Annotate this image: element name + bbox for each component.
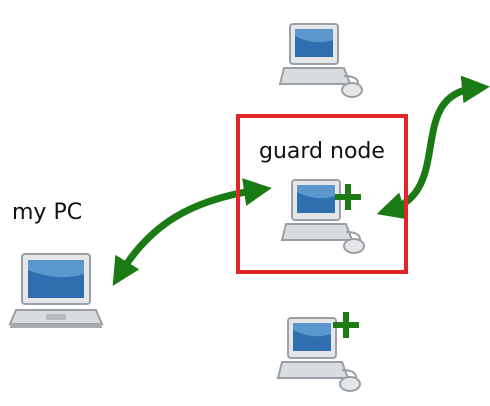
plus-icon [333, 312, 359, 338]
desktop-computer-icon [278, 23, 363, 98]
plus-icon [335, 184, 361, 210]
guard-node-highlight-box [236, 114, 408, 274]
desktop-computer-icon [276, 317, 361, 392]
guard-node-label: guard node [259, 139, 385, 164]
arrow-guard-to-middle [376, 75, 490, 220]
laptop-icon [8, 253, 104, 328]
my-pc-label: my PC [12, 200, 83, 225]
arrow-mypc-to-guard [112, 178, 272, 286]
